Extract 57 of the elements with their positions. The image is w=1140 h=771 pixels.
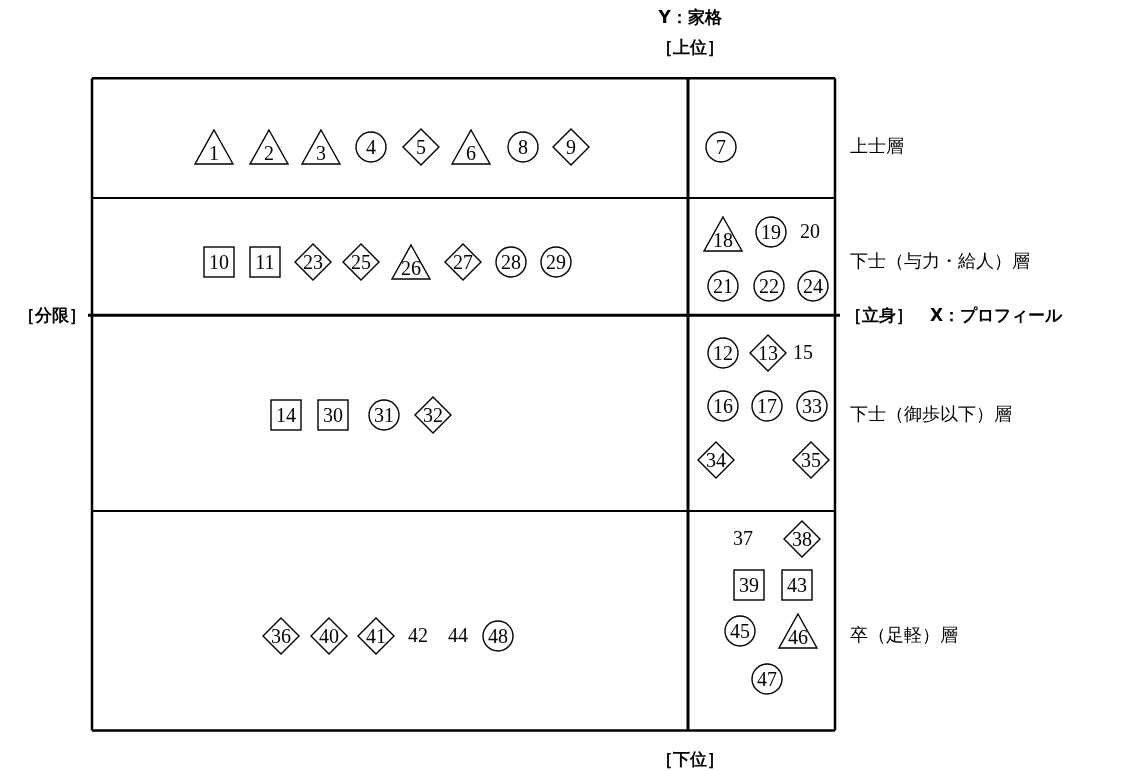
stratum-label: 上士層: [850, 137, 904, 156]
axis-end-label: ［上位］: [656, 39, 724, 57]
stratum-label: 卒（足軽）層: [850, 626, 958, 645]
triangle-marker: 18: [703, 216, 743, 252]
circle-marker: 8: [507, 131, 539, 164]
triangle-marker: 26: [391, 243, 431, 280]
circle-marker: 7: [705, 131, 737, 164]
circle-marker: 17: [751, 389, 783, 422]
diamond-marker: 5: [402, 128, 440, 167]
circle-marker: 48: [482, 620, 514, 653]
diamond-marker: 35: [792, 441, 830, 480]
circle-marker: 16: [707, 389, 739, 422]
number-label: 20: [800, 221, 820, 242]
number-label: 37: [733, 527, 753, 548]
triangle-marker: 2: [249, 129, 289, 166]
triangle-marker: 6: [451, 129, 491, 166]
circle-marker: 4: [355, 131, 387, 164]
stratum-label: 下士（御歩以下）層: [850, 405, 1012, 424]
circle-marker: 19: [755, 216, 787, 249]
diamond-marker: 38: [783, 519, 821, 558]
number-label: 44: [448, 625, 468, 646]
circle-marker: 45: [724, 615, 756, 648]
axis-end-label: ［下位］: [656, 751, 724, 768]
triangle-marker: 3: [301, 129, 341, 166]
diamond-marker: 36: [262, 617, 300, 656]
diamond-marker: 32: [414, 396, 452, 435]
square-marker: 30: [317, 399, 349, 432]
diamond-marker: 25: [342, 242, 380, 281]
diamond-marker: 41: [357, 617, 395, 656]
circle-marker: 29: [540, 245, 572, 278]
square-marker: 39: [733, 568, 765, 601]
axis-end-label: ［分限］: [18, 306, 86, 324]
diamond-marker: 23: [294, 242, 332, 281]
circle-marker: 21: [707, 269, 739, 302]
square-marker: 14: [270, 399, 302, 432]
circle-marker: 12: [707, 337, 739, 370]
square-marker: 10: [203, 245, 235, 278]
triangle-marker: 46: [778, 613, 818, 650]
circle-marker: 28: [495, 245, 527, 278]
diamond-marker: 40: [310, 617, 348, 656]
diamond-marker: 34: [697, 441, 735, 480]
circle-marker: 33: [796, 389, 828, 422]
stratum-label: 下士（与力・給人）層: [850, 251, 1030, 270]
circle-marker: 22: [753, 269, 785, 302]
circle-marker: 24: [797, 269, 829, 302]
axis-title: ［立身］ X：プロフィール: [845, 306, 1063, 324]
diamond-marker: 27: [444, 242, 482, 281]
diamond-marker: 13: [749, 334, 787, 373]
number-label: 42: [408, 625, 428, 646]
diamond-marker: 9: [552, 128, 590, 167]
circle-marker: 47: [751, 663, 783, 696]
number-label: 15: [793, 342, 813, 363]
triangle-marker: 1: [194, 129, 234, 166]
square-marker: 11: [249, 245, 281, 278]
axis-title: Y：家格: [658, 8, 722, 26]
circle-marker: 31: [368, 399, 400, 432]
square-marker: 43: [781, 568, 813, 601]
